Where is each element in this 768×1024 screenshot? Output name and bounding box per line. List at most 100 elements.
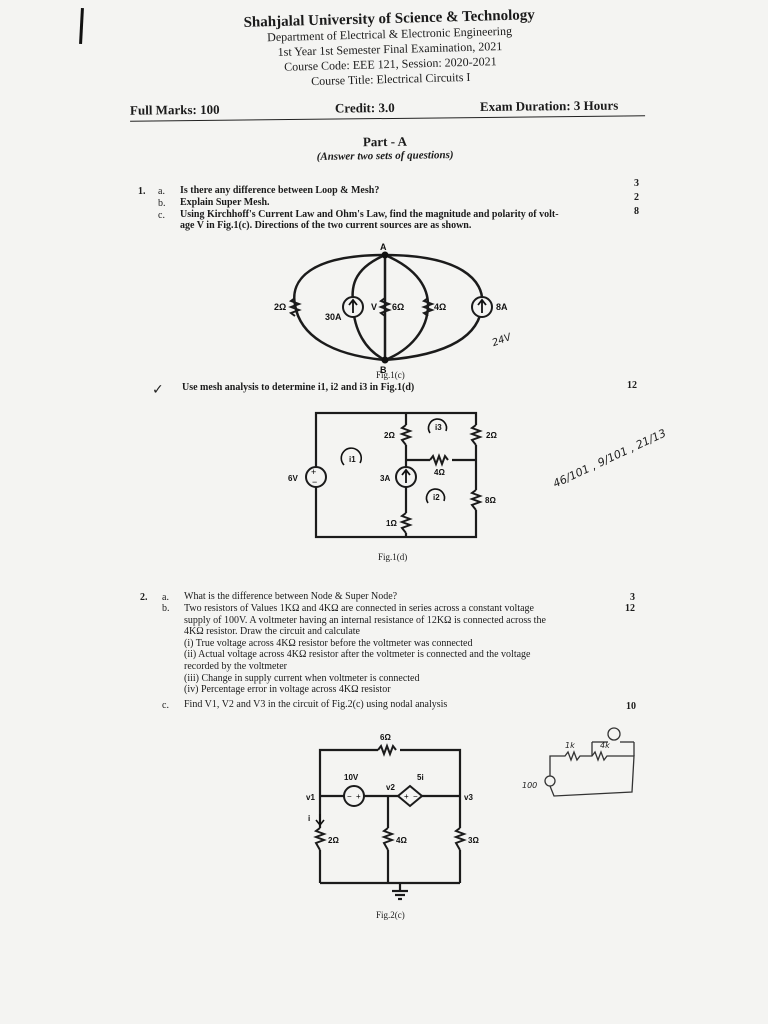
i1-label: i1	[349, 455, 356, 464]
q1b-label: b.	[158, 198, 166, 209]
q2b-line: recorded by the voltmeter	[184, 660, 288, 672]
i2-label: i2	[433, 493, 440, 502]
mesh-i3-loop-icon	[427, 418, 448, 434]
resistor-4ohm	[429, 453, 449, 467]
q2a-text: What is the difference between Node & Su…	[184, 591, 398, 602]
resistor-1ohm	[399, 512, 413, 534]
resistor-2ohm-left	[399, 424, 413, 446]
q2b-line: (iii) Change in supply current when volt…	[184, 672, 420, 684]
r2-label: 6Ω	[392, 302, 404, 312]
q2b-line: (i) True voltage across 4KΩ resistor bef…	[184, 637, 473, 649]
sketch-1k: 1k	[565, 741, 575, 750]
v-label: V	[371, 302, 377, 312]
sketch-voltmeter	[607, 727, 621, 741]
q2b-line: supply of 100V. A voltmeter having an in…	[184, 614, 546, 626]
resistor-3ohm	[453, 827, 467, 851]
figure-2c-circuit: − + + − 6Ω 10V 5i v1 v2 v3 i 2Ω 4Ω 3Ω	[306, 733, 479, 901]
figure-1c-circuit: A B 2Ω 30A V 6Ω 4Ω 8A	[274, 242, 508, 375]
node-b-dot	[381, 356, 389, 364]
v3-label: v3	[464, 793, 473, 802]
q1d-marks: 12	[627, 380, 637, 391]
resistor-2ohm-right	[469, 424, 483, 446]
q1c-label: c.	[158, 210, 165, 221]
vs-label: 6V	[288, 474, 298, 483]
exam-header: Shahjalal University of Science & Techno…	[189, 7, 591, 92]
q2b-line: (iv) Percentage error in voltage across …	[184, 684, 391, 696]
node-a-label: A	[380, 242, 387, 252]
resistor-4ohm	[381, 827, 395, 851]
q2c-label: c.	[162, 700, 169, 711]
i3-label: i3	[435, 423, 442, 432]
r4-label: 4Ω	[434, 468, 445, 477]
pen-mark	[79, 7, 84, 45]
q1a-text: Is there any difference between Loop & M…	[180, 185, 380, 196]
v2-label: v2	[386, 783, 395, 792]
arrow-30a-icon	[348, 298, 358, 313]
r8-label: 8Ω	[485, 496, 496, 505]
exam-meta-bar: Full Marks: 100 Credit: 3.0 Exam Duratio…	[129, 97, 646, 122]
part-heading: Part - A (Answer two sets of questions)	[300, 133, 470, 163]
sketch-4k: 4k	[600, 741, 610, 750]
resistor-2ohm	[313, 827, 327, 851]
r2a-label: 2Ω	[384, 431, 395, 440]
dependent-source-5i	[396, 784, 424, 808]
q1c-marks: 8	[634, 206, 639, 217]
cs-label: 3A	[380, 474, 390, 483]
minus-sign: −	[312, 477, 317, 487]
mesh-i2-loop-icon	[425, 488, 446, 504]
plus-sign-dep: +	[404, 792, 409, 801]
q2b-marks: 12	[625, 603, 635, 614]
q1c-line1: Using Kirchhoff's Current Law and Ohm's …	[180, 209, 559, 220]
resistor-6ohm	[378, 297, 392, 317]
q2b-label: b.	[162, 603, 170, 614]
resistor-6ohm	[377, 743, 397, 757]
minus-sign-dep: −	[413, 792, 418, 801]
sketch-wire	[549, 750, 635, 797]
r2-label-2c: 2Ω	[328, 836, 339, 845]
resistor-4ohm	[421, 297, 435, 317]
fig-1d-caption: Fig.1(d)	[378, 552, 408, 562]
q1a-label: a.	[158, 186, 165, 197]
v1-label: v1	[306, 793, 315, 802]
q1d-text: Use mesh analysis to determine i1, i2 an…	[182, 382, 415, 393]
arrow-3a-icon	[401, 468, 411, 483]
question-2-number: 2.	[140, 592, 148, 603]
q2a-label: a.	[162, 592, 169, 603]
dep-label: 5i	[417, 773, 424, 782]
q2c-marks: 10	[626, 701, 636, 712]
q1c-line2: age V in Fig.1(c). Directions of the two…	[180, 220, 472, 231]
exam-duration: Exam Duration: 3 Hours	[479, 97, 619, 115]
r3-label-2c: 3Ω	[468, 836, 479, 845]
sketch-100: 100	[522, 781, 537, 790]
r6-label: 6Ω	[380, 733, 391, 742]
figure-1d-circuit: + − 6V 3A 2Ω 2Ω 4Ω 1Ω 8Ω i1 i3 i2	[288, 411, 497, 539]
question-1-number: 1.	[138, 186, 146, 197]
part-instruction: (Answer two sets of questions)	[316, 149, 454, 163]
r3-label: 4Ω	[434, 302, 446, 312]
check-mark-icon: ✓	[152, 382, 164, 398]
i-label: i	[308, 814, 310, 823]
fig-1c-caption: Fig.1(c)	[376, 370, 405, 380]
cs2-label: 8A	[496, 302, 508, 312]
q2b-line: 4KΩ resistor. Draw the circuit and calcu…	[184, 626, 360, 638]
r2b-label: 2Ω	[486, 431, 497, 440]
full-marks: Full Marks: 100	[129, 101, 220, 118]
minus-sign: −	[347, 792, 352, 801]
arrow-8a-icon	[477, 298, 487, 313]
voltage-source-10v	[343, 785, 365, 807]
cs1-label: 30A	[325, 312, 342, 322]
current-arrow-icon	[315, 814, 325, 827]
sketch-source	[544, 775, 556, 787]
plus-sign: +	[311, 467, 316, 477]
resistor-8ohm	[469, 489, 483, 511]
voltage-source-6v	[305, 466, 327, 488]
q2c-text: Find V1, V2 and V3 in the circuit of Fig…	[184, 699, 448, 710]
q1b-marks: 2	[634, 192, 639, 203]
q1a-marks: 3	[634, 178, 639, 189]
credit: Credit: 3.0	[334, 99, 395, 116]
q2b-line: Two resistors of Values 1KΩ and 4KΩ are …	[184, 603, 534, 614]
r1-label: 2Ω	[274, 302, 286, 312]
node-a-dot	[381, 251, 389, 259]
r1-label-d: 1Ω	[386, 519, 397, 528]
